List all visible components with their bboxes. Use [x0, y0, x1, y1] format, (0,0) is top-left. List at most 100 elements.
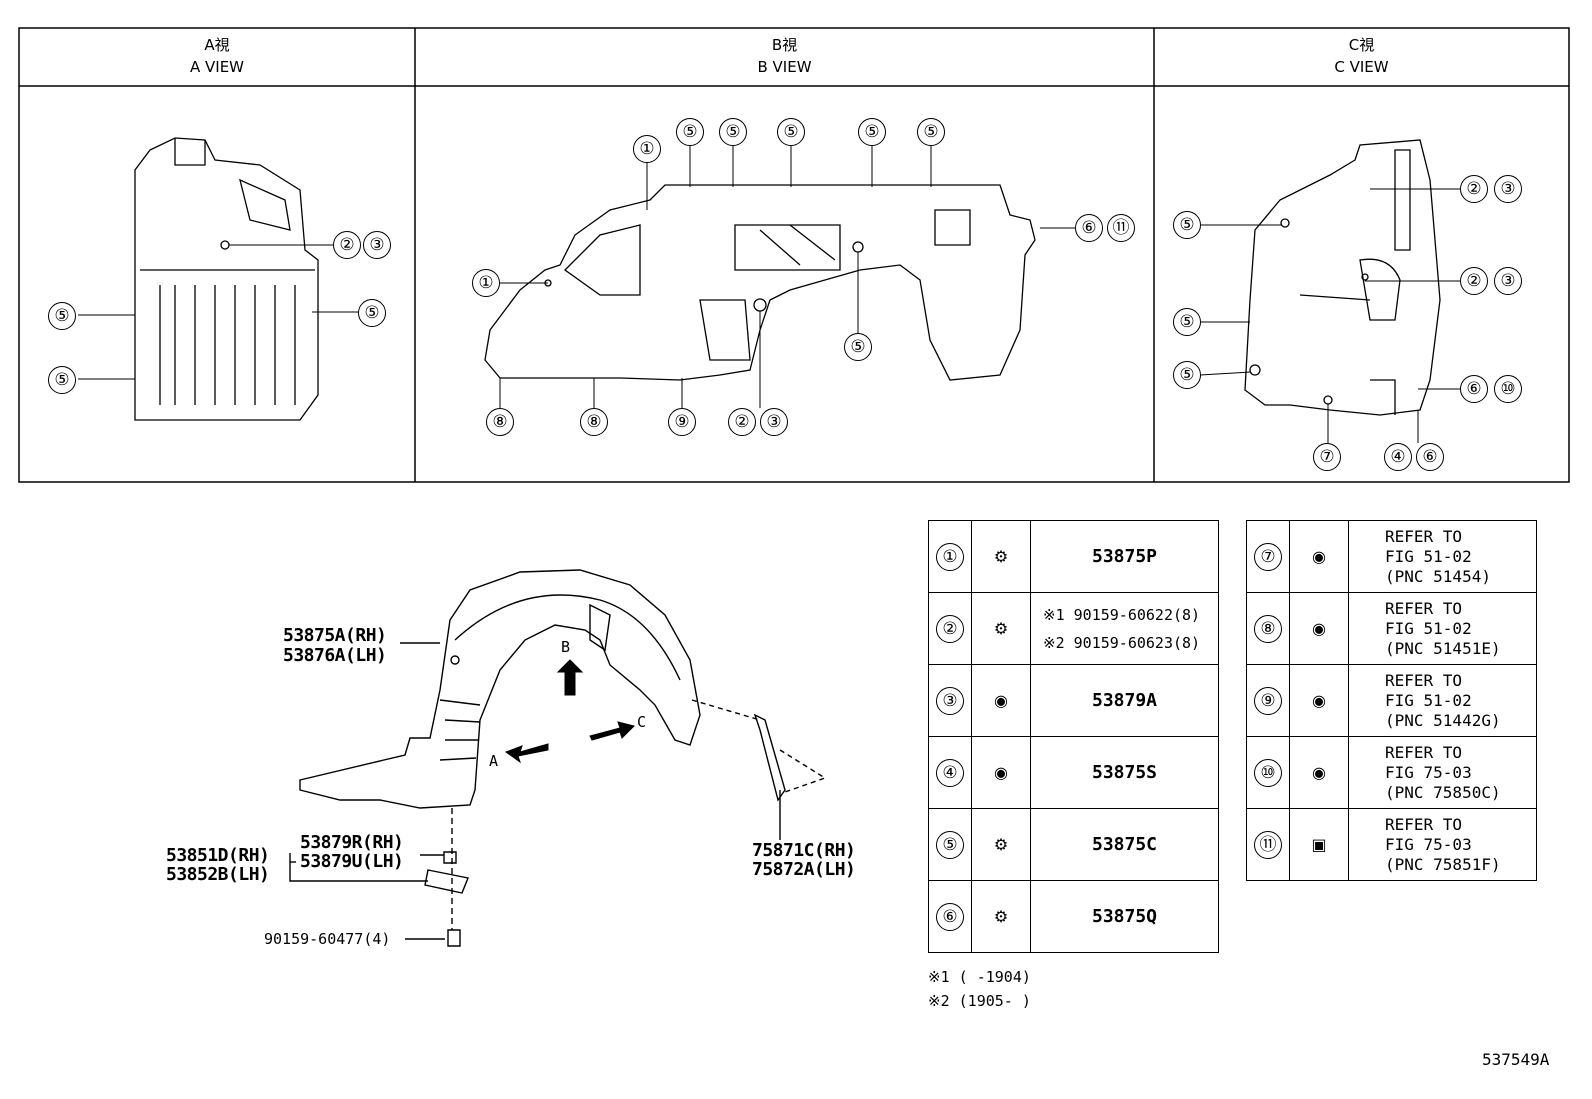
table-row[interactable]: ⑪ ▣ REFER TO FIG 75-03 (PNC 75851F): [1246, 808, 1537, 881]
callout-c-5-3[interactable]: ⑤: [1173, 361, 1201, 389]
label-seal-rh[interactable]: 53879R(RH): [300, 832, 404, 853]
c-view-en: C VIEW: [1334, 58, 1389, 76]
c-view-jp: C視: [1348, 36, 1375, 54]
label-liner-lh[interactable]: 53876A(LH): [283, 645, 387, 666]
part-number-2: ※2 90159-60623(8): [1043, 633, 1201, 652]
callout-c-2-lower[interactable]: ②: [1460, 267, 1488, 295]
b-view-en: B VIEW: [757, 58, 812, 76]
table-row[interactable]: ⑩ ◉ REFER TO FIG 75-03 (PNC 75850C): [1246, 736, 1537, 809]
clip-icon: ◉: [1312, 547, 1326, 566]
b-view-title: B視 B VIEW: [415, 34, 1154, 78]
callout-c-2-upper[interactable]: ②: [1460, 175, 1488, 203]
callout-b-8-2[interactable]: ⑧: [580, 408, 608, 436]
callout-b-3[interactable]: ③: [760, 408, 788, 436]
clip-icon: ◉: [1312, 691, 1326, 710]
b-view-jp: B視: [771, 36, 798, 54]
ref-line-2: FIG 51-02: [1385, 618, 1472, 638]
note-2: ※2 (1905- ): [928, 992, 1031, 1010]
c-view-liner: [1244, 139, 1441, 416]
label-bracket-lh[interactable]: 53852B(LH): [166, 864, 270, 885]
part-number-multi: ※1 90159-60622(8) ※2 90159-60623(8): [1030, 592, 1219, 665]
callout-a-5-right[interactable]: ⑤: [358, 299, 386, 327]
part-num: ⑥: [936, 902, 964, 931]
callout-b-8-1[interactable]: ⑧: [486, 408, 514, 436]
callout-b-1-top[interactable]: ①: [633, 135, 661, 163]
a-view-liner: [134, 137, 319, 421]
callout-b-1-left[interactable]: ①: [472, 269, 500, 297]
part-reference: REFER TO FIG 75-03 (PNC 75851F): [1348, 808, 1537, 881]
callout-a-2[interactable]: ②: [333, 231, 361, 259]
view-arrows: [504, 659, 635, 764]
ref-line-2: FIG 51-02: [1385, 690, 1472, 710]
table-row[interactable]: ⑨ ◉ REFER TO FIG 51-02 (PNC 51442G): [1246, 664, 1537, 737]
part-num: ④: [936, 758, 964, 787]
parts-table-left: ① ⚙ 53875P ② ⚙ ※1 90159-60622(8) ※2 9015…: [928, 520, 1219, 953]
ref-line-2: FIG 75-03: [1385, 762, 1472, 782]
callout-c-6-lower[interactable]: ⑥: [1416, 443, 1444, 471]
callout-b-5-4[interactable]: ⑤: [858, 118, 886, 146]
callout-b-6[interactable]: ⑥: [1075, 214, 1103, 242]
part-num: ③: [936, 686, 964, 715]
label-liner-rh[interactable]: 53875A(RH): [283, 625, 387, 646]
part-num: ①: [936, 542, 964, 571]
table-row[interactable]: ⑧ ◉ REFER TO FIG 51-02 (PNC 51451E): [1246, 592, 1537, 665]
callout-b-5-1[interactable]: ⑤: [676, 118, 704, 146]
b-view-liner: [484, 184, 1036, 381]
c-view-title: C視 C VIEW: [1154, 34, 1569, 78]
table-row[interactable]: ④ ◉ 53875S: [928, 736, 1219, 809]
ref-line-1: REFER TO: [1385, 670, 1463, 690]
ref-line-3: (PNC 51454): [1385, 566, 1491, 586]
part-number: 53879A: [1030, 664, 1219, 737]
ref-line-1: REFER TO: [1385, 742, 1463, 762]
label-flap-lh[interactable]: 75872A(LH): [752, 859, 856, 880]
part-number: 53875S: [1030, 736, 1219, 809]
table-row[interactable]: ③ ◉ 53879A: [928, 664, 1219, 737]
callout-b-11[interactable]: ⑪: [1107, 214, 1135, 242]
part-num: ⑤: [936, 830, 964, 859]
clip-icon: ◉: [994, 763, 1008, 782]
callout-c-5-1[interactable]: ⑤: [1173, 211, 1201, 239]
part-num: ⑧: [1254, 614, 1282, 643]
callout-c-3-lower[interactable]: ③: [1494, 267, 1522, 295]
callout-c-5-2[interactable]: ⑤: [1173, 308, 1201, 336]
clip-icon: ◉: [994, 691, 1008, 710]
part-num: ⑩: [1254, 758, 1282, 787]
table-row[interactable]: ① ⚙ 53875P: [928, 520, 1219, 593]
callout-a-3[interactable]: ③: [363, 231, 391, 259]
part-num: ②: [936, 614, 964, 643]
ref-line-1: REFER TO: [1385, 526, 1463, 546]
table-row[interactable]: ⑥ ⚙ 53875Q: [928, 880, 1219, 953]
ref-line-3: (PNC 51451E): [1385, 638, 1501, 658]
callout-b-5-2[interactable]: ⑤: [719, 118, 747, 146]
label-flap-rh[interactable]: 75871C(RH): [752, 840, 856, 861]
callout-c-4[interactable]: ④: [1384, 443, 1412, 471]
clip-icon: ◉: [1312, 763, 1326, 782]
part-reference: REFER TO FIG 75-03 (PNC 75850C): [1348, 736, 1537, 809]
label-bracket-rh[interactable]: 53851D(RH): [166, 845, 270, 866]
table-row[interactable]: ⑤ ⚙ 53875C: [928, 808, 1219, 881]
callout-b-9[interactable]: ⑨: [668, 408, 696, 436]
a-view-jp: A視: [204, 36, 230, 54]
arrow-b-label: B: [561, 638, 571, 656]
part-reference: REFER TO FIG 51-02 (PNC 51451E): [1348, 592, 1537, 665]
table-row[interactable]: ⑦ ◉ REFER TO FIG 51-02 (PNC 51454): [1246, 520, 1537, 593]
callout-b-2[interactable]: ②: [728, 408, 756, 436]
callout-b-5-3[interactable]: ⑤: [777, 118, 805, 146]
a-view-en: A VIEW: [189, 58, 245, 76]
table-row[interactable]: ② ⚙ ※1 90159-60622(8) ※2 90159-60623(8): [928, 592, 1219, 665]
callout-a-5-lower[interactable]: ⑤: [48, 366, 76, 394]
part-num: ⑦: [1254, 542, 1282, 571]
clip-icon: ◉: [1312, 619, 1326, 638]
label-bolt[interactable]: 90159-60477(4): [264, 930, 391, 948]
screw-icon: ⚙: [993, 547, 1009, 566]
callout-a-5-upper[interactable]: ⑤: [48, 302, 76, 330]
callout-c-6[interactable]: ⑥: [1460, 375, 1488, 403]
callout-c-3-upper[interactable]: ③: [1494, 175, 1522, 203]
ref-line-3: (PNC 75850C): [1385, 782, 1501, 802]
callout-c-7[interactable]: ⑦: [1313, 443, 1341, 471]
callout-c-10[interactable]: ⑩: [1494, 375, 1522, 403]
callout-b-5-mid[interactable]: ⑤: [844, 333, 872, 361]
label-seal-lh[interactable]: 53879U(LH): [300, 851, 404, 872]
callout-b-5-5[interactable]: ⑤: [917, 118, 945, 146]
